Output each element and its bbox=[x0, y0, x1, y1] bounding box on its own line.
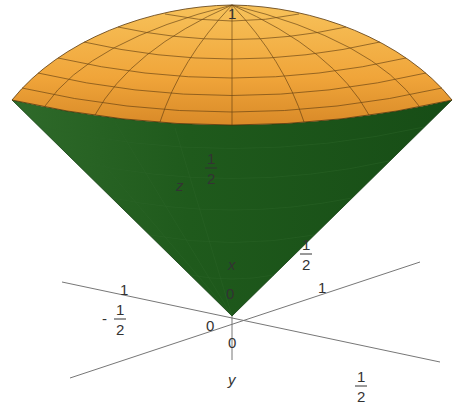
tick-label: 0 bbox=[206, 318, 214, 333]
fraction-denominator: 2 bbox=[302, 257, 310, 272]
tick-label: 0 bbox=[228, 335, 236, 350]
fraction-numerator: 1 bbox=[207, 151, 215, 166]
axis-label: z bbox=[176, 178, 184, 193]
fraction-numerator: 1 bbox=[116, 302, 124, 317]
fraction-numerator: 1 bbox=[302, 237, 310, 252]
fraction-denominator: 2 bbox=[207, 171, 215, 186]
axis-label: x bbox=[228, 257, 236, 272]
fraction-denominator: 2 bbox=[357, 389, 365, 404]
minus-sign: - bbox=[102, 311, 107, 326]
tick-label: 1 bbox=[228, 6, 236, 21]
tick-label: 0 bbox=[226, 286, 234, 301]
tick-label: 1 bbox=[318, 280, 326, 295]
tick-label: 1 bbox=[120, 282, 128, 297]
axis-label: y bbox=[228, 372, 236, 387]
fraction-denominator: 2 bbox=[116, 322, 124, 337]
fraction-numerator: 1 bbox=[357, 369, 365, 384]
